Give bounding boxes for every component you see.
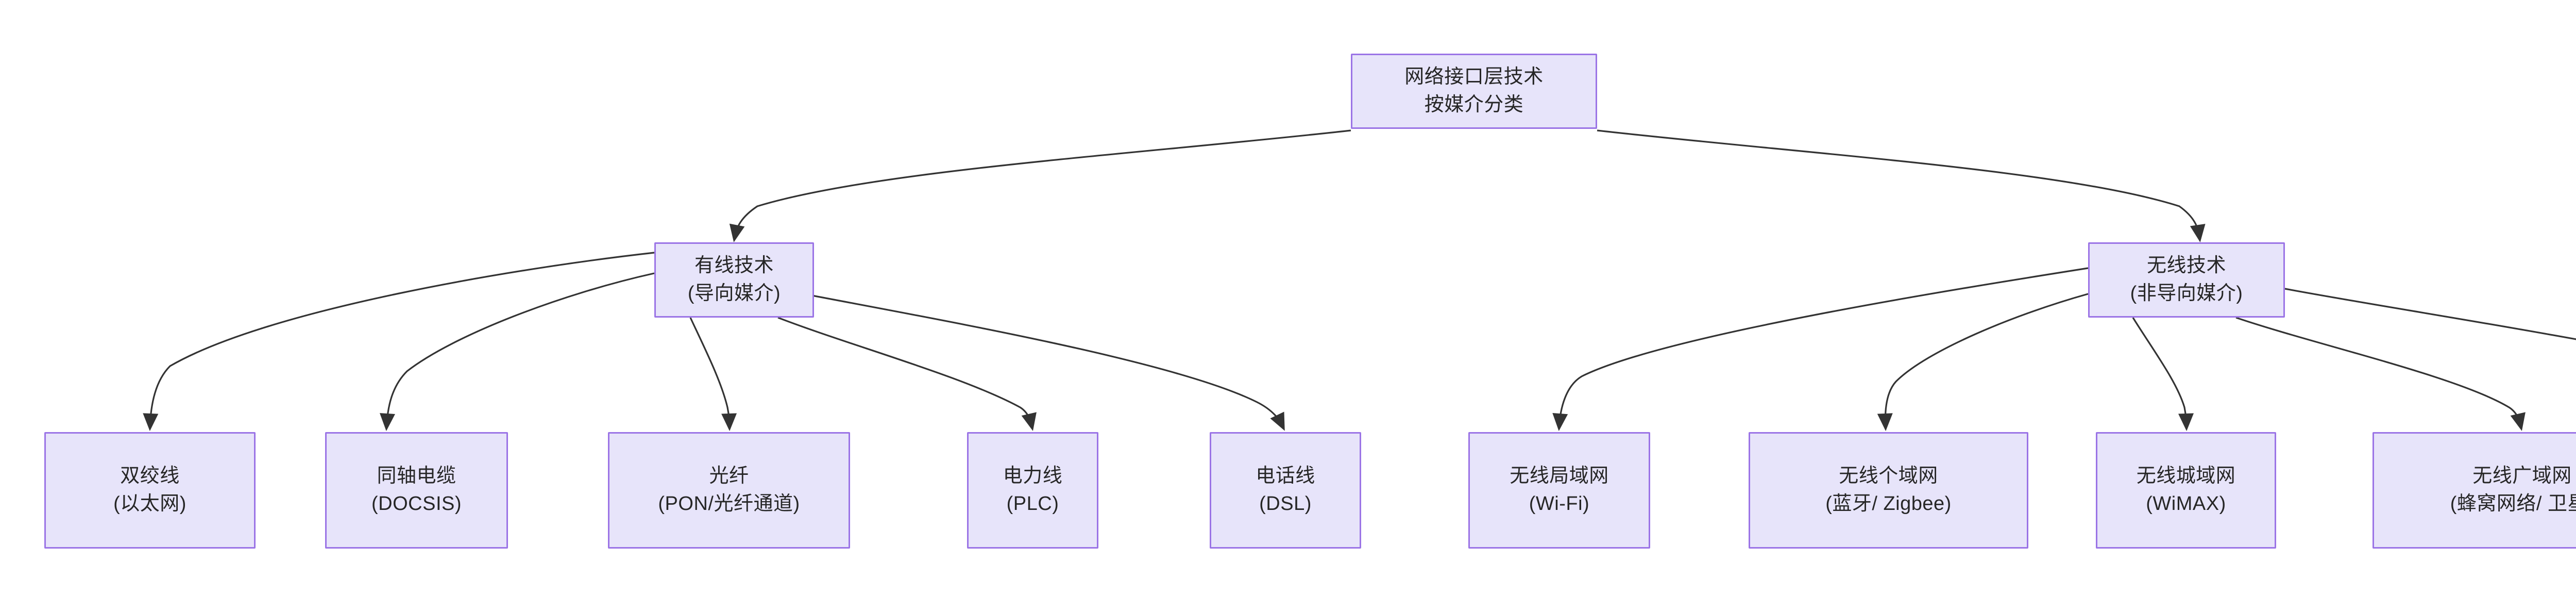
node-label-secondary: (PLC) — [1006, 493, 1059, 515]
node-label-secondary: (DSL) — [1259, 493, 1312, 515]
node-label-primary: 无线个域网 — [1839, 465, 1938, 487]
edge-root-to-wired — [729, 129, 1351, 242]
edge-wired-to-twisted-pair — [143, 252, 655, 431]
arrow-head-icon — [721, 413, 737, 431]
node-wman[interactable]: 无线城域网 (WiMAX) — [2096, 432, 2276, 549]
node-label-secondary: (非导向媒介) — [2130, 283, 2243, 304]
node-label-secondary: (PON/光纤通道) — [658, 493, 800, 515]
node-coaxial[interactable]: 同轴电缆 (DOCSIS) — [325, 432, 508, 549]
node-label-primary: 电力线 — [1003, 465, 1063, 487]
edge-wireless-to-wpan — [1877, 293, 2089, 431]
arrow-head-icon — [2178, 413, 2194, 431]
arrow-head-icon — [1877, 413, 1893, 431]
arrow-head-icon — [729, 223, 745, 242]
edge-wired-to-powerline — [777, 317, 1037, 431]
node-label-secondary: (蜂窝网络/ 卫星) — [2450, 493, 2576, 515]
node-powerline[interactable]: 电力线 (PLC) — [967, 432, 1098, 549]
node-label-secondary: (Wi-Fi) — [1529, 493, 1590, 515]
edge-wired-to-phoneline — [803, 293, 1285, 431]
arrow-head-icon — [2190, 224, 2206, 242]
node-label-primary: 电话线 — [1256, 465, 1315, 487]
edge-wired-to-fiber — [689, 317, 737, 431]
node-label-secondary: (WiMAX) — [2146, 493, 2226, 515]
edge-wired-to-coaxial — [379, 272, 655, 431]
node-fiber[interactable]: 光纤 (PON/光纤通道) — [608, 432, 850, 549]
node-label-primary: 有线技术 — [694, 255, 774, 277]
edge-wireless-to-wwan — [2235, 317, 2526, 431]
node-label-secondary: 按媒介分类 — [1424, 94, 1524, 115]
node-label-secondary: (导向媒介) — [687, 283, 781, 304]
node-label-primary: 同轴电缆 — [377, 465, 456, 487]
edge-wireless-to-fso — [2284, 288, 2576, 340]
node-label-primary: 网络接口层技术 — [1404, 66, 1544, 88]
arrow-head-icon — [1270, 411, 1285, 431]
edge-wireless-to-wlan — [1552, 267, 2089, 431]
node-label-primary: 无线局域网 — [1510, 465, 1609, 487]
node-label-primary: 无线城域网 — [2136, 465, 2236, 487]
node-phoneline[interactable]: 电话线 (DSL) — [1210, 432, 1361, 549]
node-wwan[interactable]: 无线广域网 (蜂窝网络/ 卫星) — [2372, 432, 2576, 549]
edge-wireless-to-wman — [2132, 317, 2194, 431]
node-wired[interactable]: 有线技术 (导向媒介) — [654, 242, 814, 318]
arrow-head-icon — [2510, 412, 2526, 431]
node-label-primary: 光纤 — [709, 465, 749, 487]
node-label-secondary: (以太网) — [113, 493, 187, 515]
node-label-primary: 无线广域网 — [2472, 465, 2572, 487]
node-wpan[interactable]: 无线个域网 (蓝牙/ Zigbee) — [1749, 432, 2028, 549]
node-root[interactable]: 网络接口层技术按媒介分类 — [1351, 54, 1597, 129]
node-twisted-pair[interactable]: 双绞线 (以太网) — [44, 432, 256, 549]
arrow-head-icon — [379, 413, 395, 431]
edge-root-to-wireless — [1597, 129, 2206, 242]
node-label-primary: 双绞线 — [120, 465, 180, 487]
arrow-head-icon — [1552, 412, 1568, 431]
node-label-secondary: (DOCSIS) — [371, 493, 462, 515]
node-wlan[interactable]: 无线局域网 (Wi-Fi) — [1468, 432, 1650, 549]
node-label-secondary: (蓝牙/ Zigbee) — [1825, 493, 1952, 515]
arrow-head-icon — [1021, 412, 1037, 431]
node-label-primary: 无线技术 — [2146, 255, 2226, 277]
arrow-head-icon — [143, 413, 159, 431]
node-wireless[interactable]: 无线技术 (非导向媒介) — [2088, 242, 2285, 318]
